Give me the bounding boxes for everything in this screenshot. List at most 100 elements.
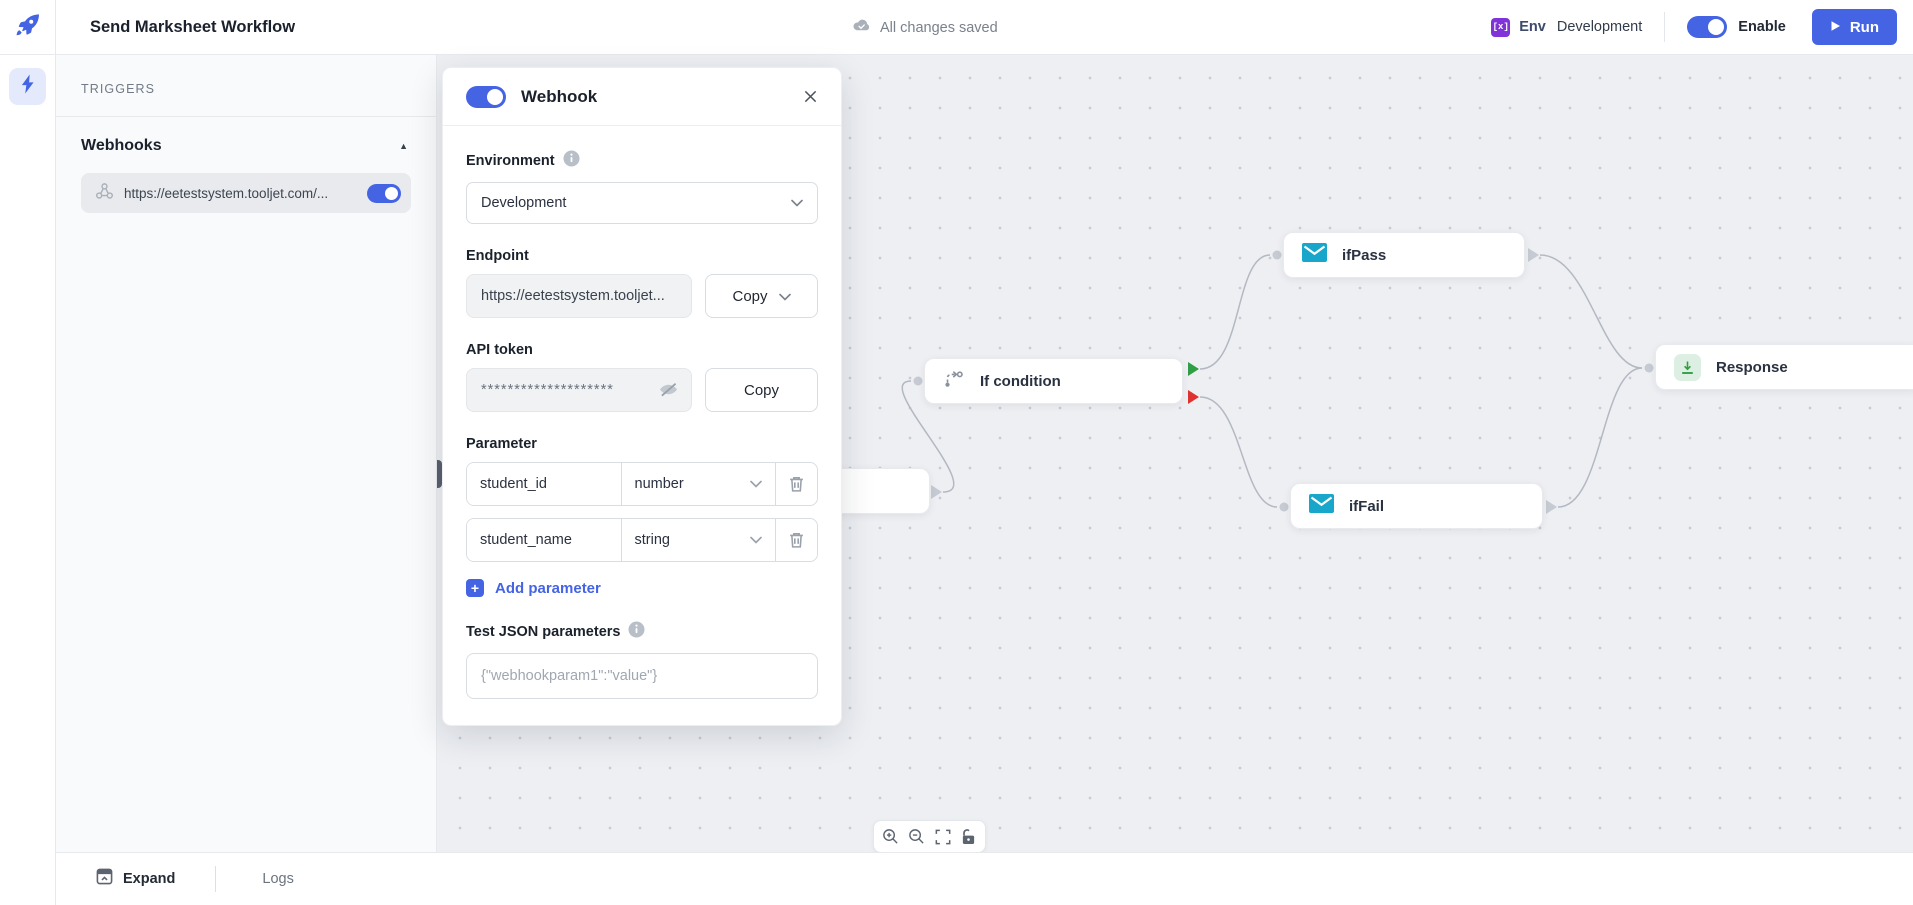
api-token-input[interactable] — [466, 368, 692, 412]
port-if-input[interactable] — [913, 376, 923, 386]
api-token-copy-button[interactable]: Copy — [705, 368, 818, 412]
webhooks-group-header[interactable]: Webhooks ▲ — [56, 117, 436, 155]
enable-toggle[interactable] — [1687, 16, 1728, 38]
bottom-bar: Expand Logs — [56, 852, 1913, 905]
top-bar: Send Marksheet Workflow All changes save… — [0, 0, 1913, 55]
port-webhook-output[interactable] — [931, 485, 942, 499]
environment-select[interactable]: Development — [466, 182, 818, 224]
info-icon — [563, 150, 580, 172]
node-label: ifPass — [1342, 246, 1387, 264]
trash-icon[interactable] — [776, 519, 817, 561]
environment-label-row: Environment — [466, 150, 818, 172]
add-parameter-button[interactable]: + Add parameter — [466, 579, 818, 597]
info-icon — [628, 621, 645, 643]
api-token-row: Copy — [466, 368, 818, 412]
lock-icon[interactable] — [959, 827, 979, 847]
parameter-name-input[interactable] — [467, 463, 622, 505]
environment-label: Environment — [466, 153, 555, 169]
play-icon — [1830, 19, 1841, 36]
envelope-icon — [1309, 494, 1334, 518]
lightning-icon — [20, 74, 36, 99]
parameter-type-select[interactable]: number — [622, 463, 776, 505]
node-if-condition[interactable]: If condition — [924, 358, 1183, 404]
port-iffail-output[interactable] — [1546, 500, 1557, 514]
chevron-down-icon — [791, 195, 803, 211]
rocket-icon — [13, 10, 43, 45]
workflow-title: Send Marksheet Workflow — [90, 17, 296, 36]
node-label: Response — [1716, 358, 1788, 376]
parameter-label: Parameter — [466, 436, 537, 452]
edge-ifpass-to-response — [1539, 254, 1643, 369]
edge-if-to-iffail — [1199, 396, 1278, 508]
api-token-label-row: API token — [466, 342, 818, 358]
endpoint-label: Endpoint — [466, 248, 529, 264]
divider — [215, 866, 217, 892]
endpoint-row: Copy — [466, 274, 818, 318]
app-logo[interactable] — [0, 0, 56, 55]
parameter-row: number — [466, 462, 818, 506]
webhooks-group-title: Webhooks — [81, 137, 162, 154]
port-if-true-output[interactable] — [1188, 362, 1199, 376]
edge-iffail-to-response — [1557, 367, 1643, 508]
parameter-type-select[interactable]: string — [622, 519, 776, 561]
run-button[interactable]: Run — [1811, 9, 1897, 45]
top-bar-right: [x] Env Development Enable Run — [1491, 9, 1913, 45]
webhook-list-item[interactable]: https://eetestsystem.tooljet.com/... — [81, 173, 411, 213]
sidebar-section-title: TRIGGERS — [81, 82, 156, 96]
port-response-input[interactable] — [1644, 363, 1654, 373]
expand-label: Expand — [123, 871, 176, 887]
environment-select-value: Development — [481, 195, 567, 211]
webhook-config-panel: Webhook Environment Development Endpoint… — [442, 67, 842, 726]
parameter-label-row: Parameter — [466, 436, 818, 452]
collapse-caret-icon[interactable]: ▲ — [399, 141, 408, 151]
chevron-down-icon — [750, 532, 762, 548]
output-icon — [1674, 353, 1701, 381]
zoom-out-icon[interactable] — [906, 827, 926, 847]
edge-webhook-to-if — [901, 380, 955, 493]
trash-icon[interactable] — [776, 463, 817, 505]
node-response[interactable]: Response — [1655, 344, 1913, 390]
parameter-name-input[interactable] — [467, 519, 622, 561]
node-label: If condition — [980, 372, 1061, 390]
close-icon[interactable] — [803, 89, 818, 104]
webhook-enabled-toggle[interactable] — [466, 85, 506, 108]
node-iffail[interactable]: ifFail — [1290, 483, 1543, 529]
expand-button[interactable]: Expand — [96, 868, 175, 890]
webhook-panel-title: Webhook — [521, 86, 598, 106]
node-ifpass[interactable]: ifPass — [1283, 232, 1525, 278]
endpoint-input[interactable] — [466, 274, 692, 318]
zoom-in-icon[interactable] — [880, 827, 900, 847]
port-iffail-input[interactable] — [1279, 502, 1289, 512]
left-icon-rail — [0, 55, 56, 905]
port-if-false-output[interactable] — [1188, 390, 1199, 404]
edge-if-to-ifpass — [1199, 254, 1271, 370]
fit-view-icon[interactable] — [933, 827, 953, 847]
test-json-label: Test JSON parameters — [466, 624, 621, 640]
chevron-down-icon — [750, 476, 762, 492]
webhook-enable-toggle[interactable] — [367, 183, 401, 203]
panel-resize-handle[interactable] — [437, 460, 442, 488]
endpoint-label-row: Endpoint — [466, 248, 818, 264]
webhook-panel-body: Environment Development Endpoint Copy — [443, 126, 841, 725]
expand-panel-icon — [96, 868, 113, 890]
add-parameter-label: Add parameter — [495, 579, 601, 597]
save-status-text: All changes saved — [880, 19, 998, 36]
endpoint-copy-button[interactable]: Copy — [705, 274, 818, 318]
parameter-row: string — [466, 518, 818, 562]
test-json-input[interactable] — [466, 653, 818, 699]
workflow-edges — [901, 248, 1654, 514]
branch-icon — [943, 369, 965, 394]
api-token-label: API token — [466, 342, 533, 358]
divider — [1664, 12, 1666, 42]
divider — [56, 116, 436, 117]
chevron-down-icon — [778, 288, 791, 305]
cloud-check-icon — [852, 18, 871, 37]
eye-off-icon[interactable] — [658, 381, 679, 403]
env-value[interactable]: Development — [1556, 19, 1643, 35]
port-ifpass-output[interactable] — [1528, 248, 1539, 262]
triggers-rail-button[interactable] — [9, 68, 46, 105]
port-ifpass-input[interactable] — [1272, 250, 1282, 260]
webhook-url: https://eetestsystem.tooljet.com/... — [124, 185, 329, 201]
logs-button[interactable]: Logs — [262, 871, 294, 887]
webhook-icon — [95, 182, 114, 205]
